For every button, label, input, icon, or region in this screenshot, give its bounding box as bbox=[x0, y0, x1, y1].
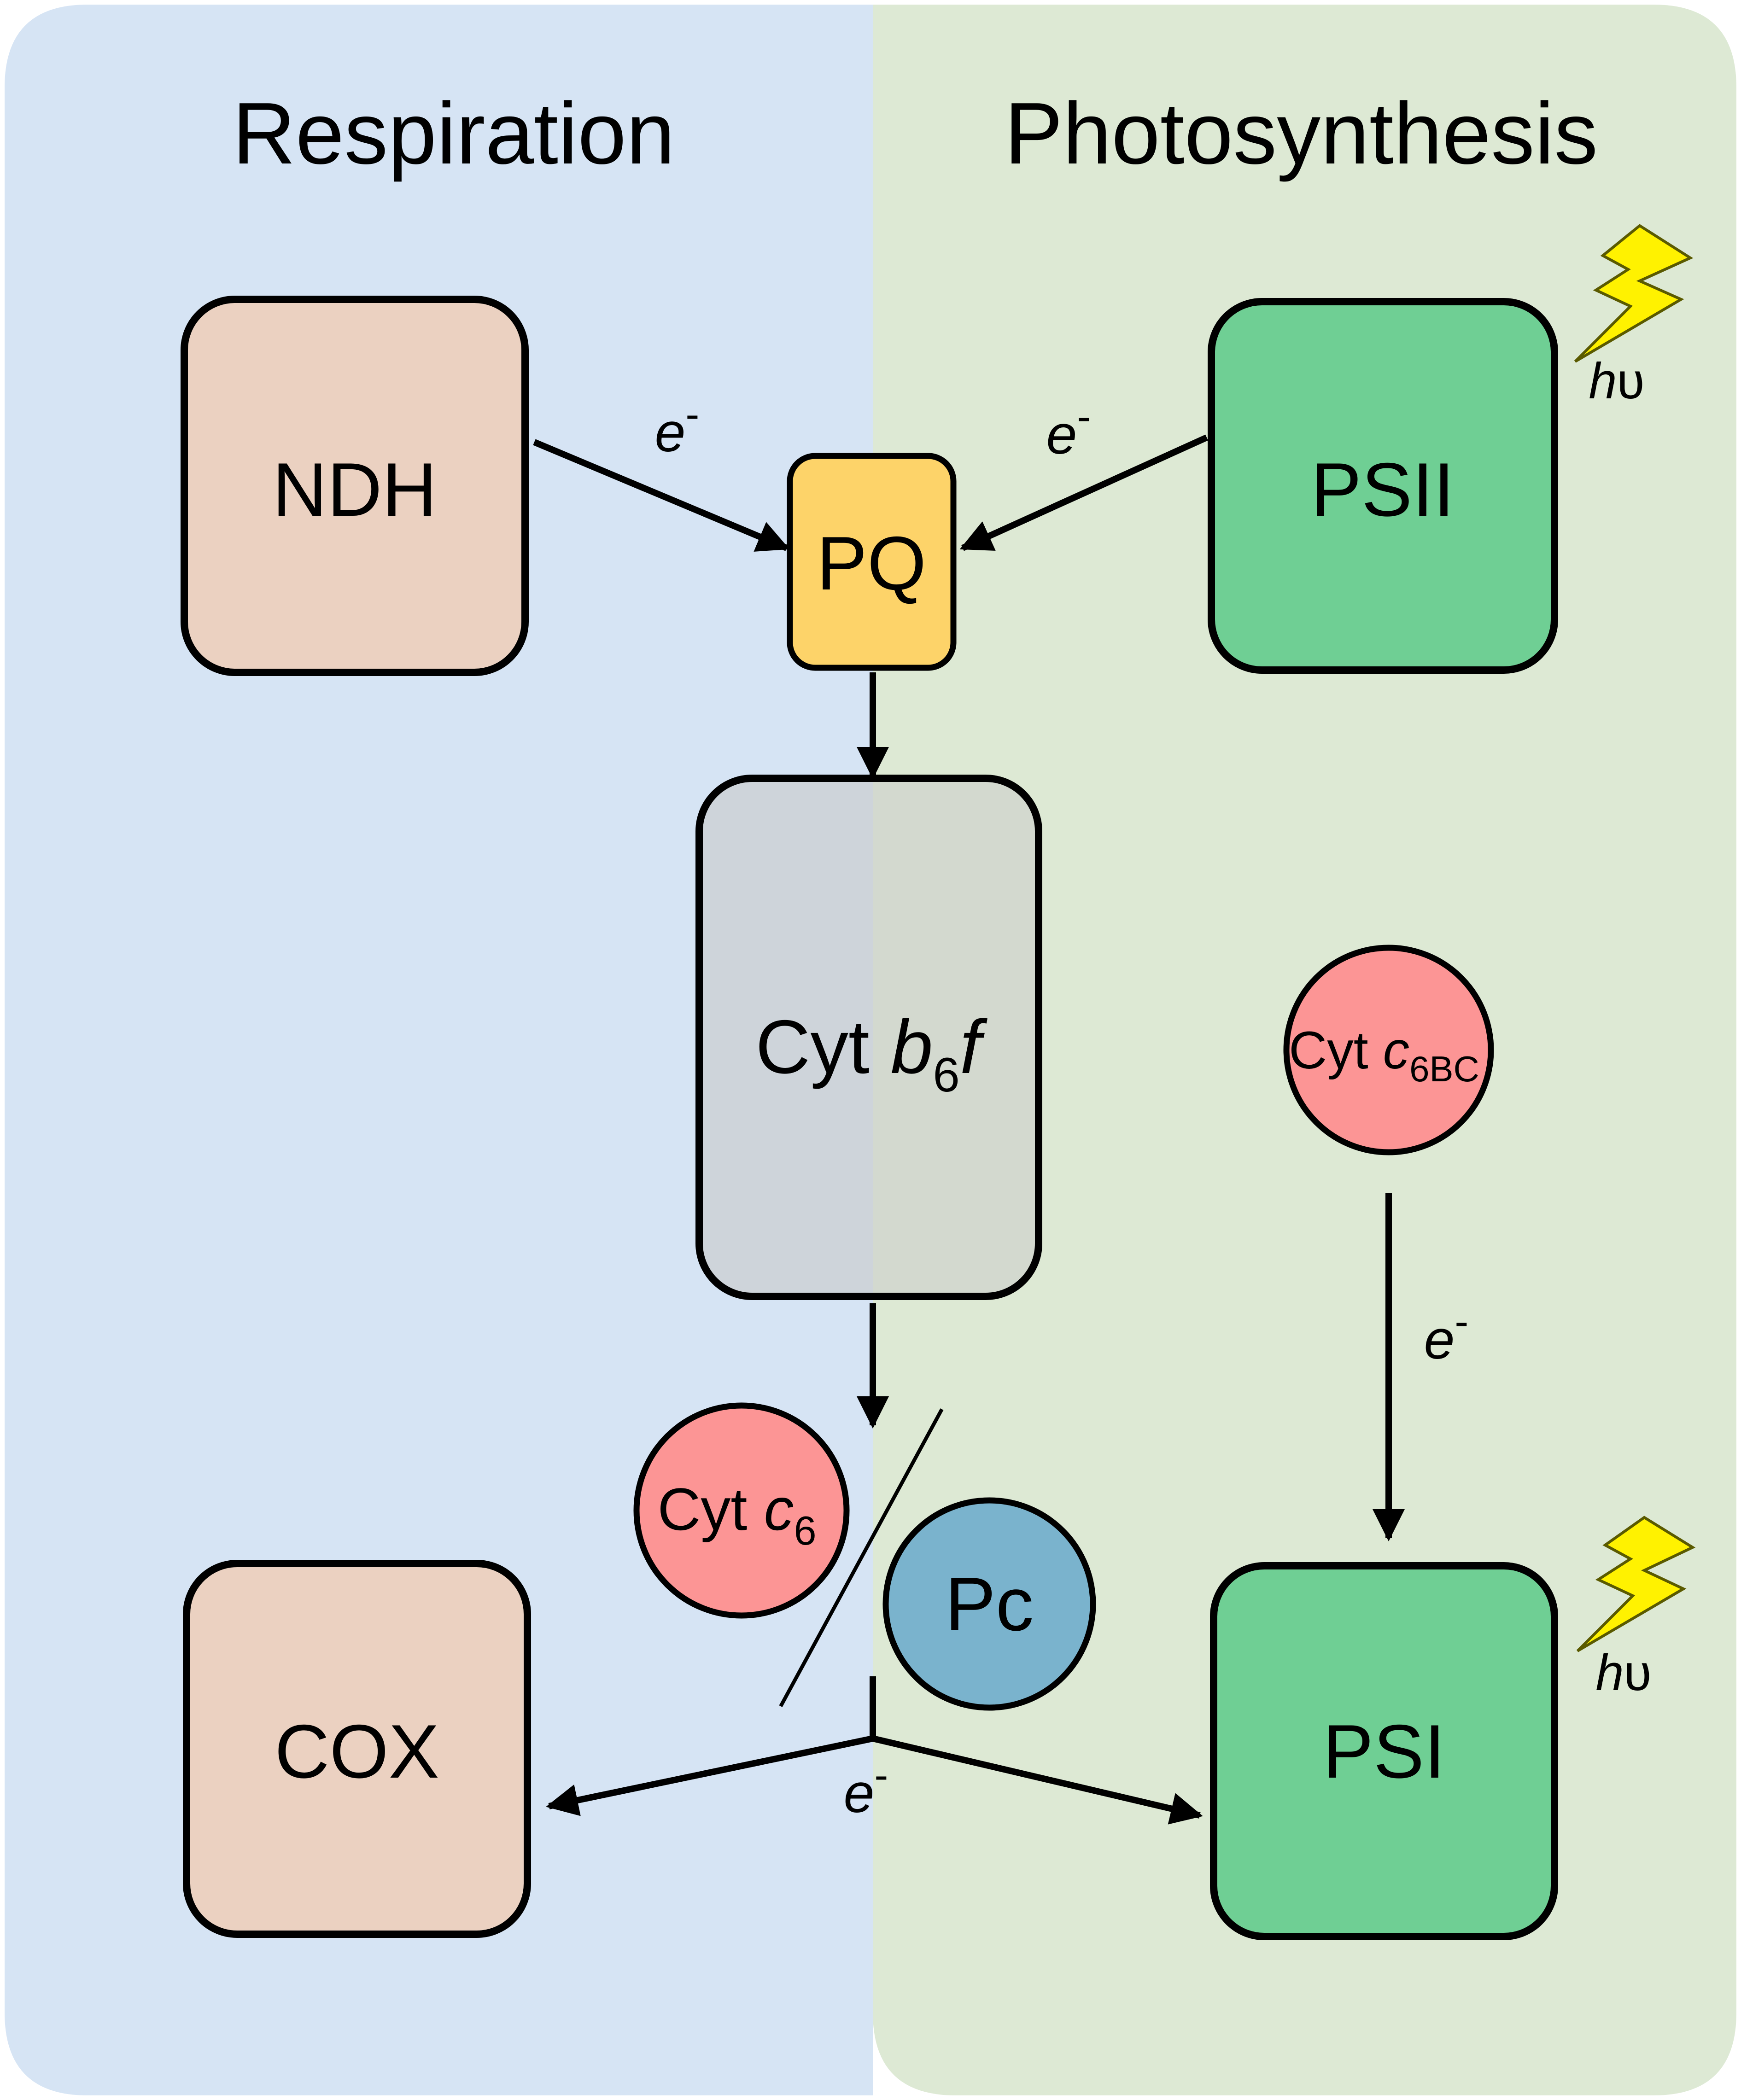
arrow-junction-to-psi bbox=[872, 1735, 1203, 1825]
photosynthesis-title: Photosynthesis bbox=[1005, 85, 1598, 182]
pq-label: PQ bbox=[817, 521, 926, 606]
arrow-ndh-to-pq bbox=[533, 439, 790, 552]
respiration-title: Respiration bbox=[232, 85, 675, 182]
cytb6f-label: Cyt b6f bbox=[755, 1004, 988, 1102]
cox-box bbox=[183, 1560, 531, 1938]
cytc6bc-circle bbox=[1283, 945, 1494, 1155]
lightning-icon-psi bbox=[1576, 1516, 1696, 1652]
cytc6-circle bbox=[633, 1402, 850, 1619]
electron-label-psii: e- bbox=[1046, 394, 1091, 466]
hv-label-psi: hυ bbox=[1595, 1645, 1651, 1701]
psi-label: PSI bbox=[1323, 1709, 1445, 1794]
electron-label-junction: e- bbox=[844, 1752, 888, 1824]
cytc6bc-label: Cyt c6BC bbox=[1289, 1021, 1479, 1089]
psii-label: PSII bbox=[1311, 447, 1455, 532]
electron-label-c6bc: e- bbox=[1424, 1299, 1469, 1371]
pc-circle bbox=[882, 1497, 1096, 1711]
separator-slash bbox=[779, 1408, 944, 1707]
arrow-junction-to-cox bbox=[546, 1735, 874, 1816]
cytb6f-box bbox=[695, 775, 1042, 1300]
pq-box bbox=[787, 453, 957, 671]
arrow-psii-to-pq bbox=[959, 434, 1208, 551]
cytc6-label: Cyt c6 bbox=[657, 1476, 816, 1553]
ndh-box bbox=[181, 296, 529, 676]
hv-label-psii: hυ bbox=[1589, 353, 1644, 409]
pc-label: Pc bbox=[945, 1562, 1034, 1646]
electron-label-ndh: e- bbox=[655, 391, 700, 463]
psii-box bbox=[1208, 298, 1558, 674]
arrows bbox=[533, 434, 1405, 1825]
ndh-label: NDH bbox=[272, 447, 437, 532]
cox-label: COX bbox=[275, 1709, 439, 1794]
lightning-icon-psii bbox=[1574, 224, 1694, 363]
psi-box bbox=[1210, 1562, 1558, 1940]
